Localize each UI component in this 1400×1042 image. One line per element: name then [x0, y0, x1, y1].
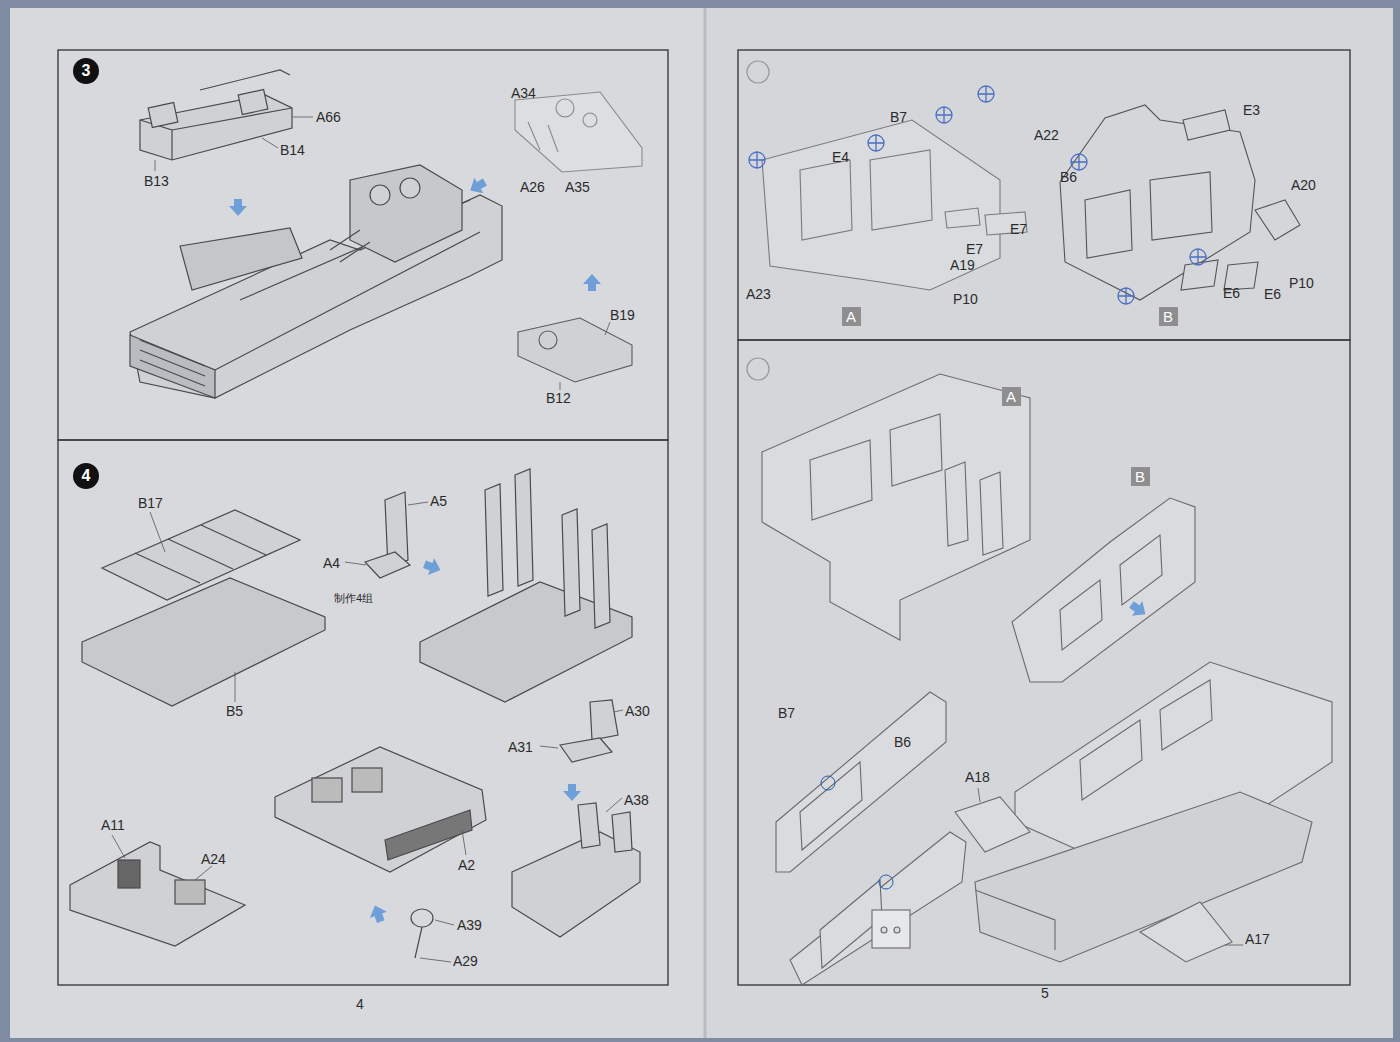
part-number: A20 [1291, 178, 1316, 193]
part-number: E6 [1223, 286, 1240, 301]
part-number: A4 [323, 556, 340, 571]
view-tag: B [1159, 307, 1178, 326]
node-text: A [846, 309, 856, 324]
node-text: A [1006, 389, 1016, 404]
part-number: B12 [546, 391, 571, 406]
part-number: B14 [280, 143, 305, 158]
direction-arrows [229, 174, 1151, 924]
part-number: P10 [953, 292, 978, 307]
hull-assembly [762, 374, 1332, 985]
part-number: A11 [101, 818, 125, 833]
page-number: 4 [356, 997, 364, 1012]
part-number: A31 [508, 740, 533, 755]
leader-lines [155, 117, 610, 390]
faint-step-marks [747, 61, 769, 380]
part-number: E4 [832, 150, 849, 165]
step3-b12 [518, 318, 632, 382]
view-tag: B [1131, 467, 1150, 486]
part-number: A19 [950, 258, 975, 273]
step3-faint-parts [515, 92, 642, 172]
part-number: A38 [624, 793, 649, 808]
side-wall-b [1060, 105, 1300, 300]
part-number: A35 [565, 180, 590, 195]
part-number: E7 [1010, 222, 1027, 237]
part-number: 制作4组 [334, 592, 373, 604]
node-text: 4 [82, 468, 91, 484]
part-number: B13 [144, 174, 169, 189]
node-text: 3 [82, 63, 91, 79]
left-page [10, 8, 705, 1038]
side-wall-a [762, 120, 1027, 290]
part-number: A34 [511, 86, 536, 101]
part-number: B19 [610, 308, 635, 323]
part-number: E3 [1243, 103, 1260, 118]
part-number: B6 [1060, 170, 1077, 185]
view-tag: A [1002, 387, 1021, 406]
leader-lines [978, 788, 1243, 945]
view-tag: A [842, 307, 861, 326]
part-number: B5 [226, 704, 243, 719]
part-number: B6 [894, 735, 911, 750]
part-number: A2 [458, 858, 475, 873]
part-number: E6 [1264, 287, 1281, 302]
part-number: A22 [1034, 128, 1059, 143]
part-number: E7 [966, 242, 983, 257]
part-number: B7 [890, 110, 907, 125]
right-page [705, 8, 1393, 1038]
part-number: A23 [746, 287, 771, 302]
part-number: A24 [201, 852, 226, 867]
page-fold [704, 8, 707, 1038]
step-panels [58, 50, 1350, 985]
part-number: A30 [625, 704, 650, 719]
step-number: 3 [73, 58, 99, 84]
part-number: B7 [778, 706, 795, 721]
node-text: B [1163, 309, 1173, 324]
glue-symbols [749, 86, 1206, 304]
part-number: A17 [1245, 932, 1270, 947]
part-number: A66 [316, 110, 341, 125]
part-number: A26 [520, 180, 545, 195]
step-number: 4 [73, 463, 99, 489]
node-text: B [1135, 469, 1145, 484]
step3-parts [130, 70, 502, 398]
part-number: A18 [965, 770, 990, 785]
step4-parts [70, 469, 640, 958]
part-number: A39 [457, 918, 482, 933]
part-number: A5 [430, 494, 447, 509]
part-number: P10 [1289, 276, 1314, 291]
glue-marks [821, 776, 893, 889]
leader-lines [112, 502, 623, 962]
part-number: B17 [138, 496, 163, 511]
page-number: 5 [1041, 986, 1049, 1001]
part-number: A29 [453, 954, 478, 969]
